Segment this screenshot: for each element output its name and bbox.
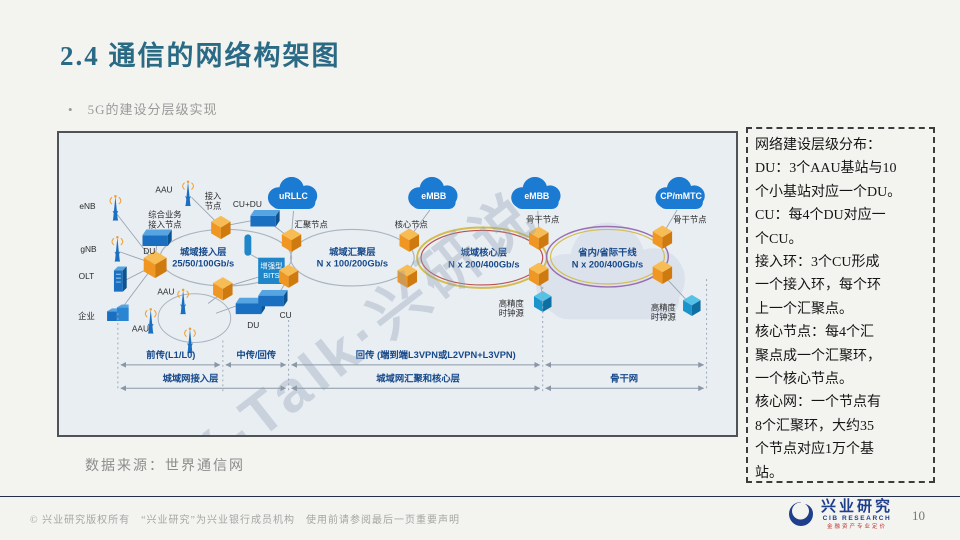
access-node-label: 接入 [205,191,222,201]
clock-label: 高精度 [651,302,676,312]
annotation-line: 个CU。 [755,231,803,247]
annotation-line: 接入环：3个CU形成 [755,255,880,271]
annotation-line: 网络建设层级分布： [755,138,881,153]
aau-tower-icon [177,288,190,315]
access-layer-speed: 25/50/100Gb/s [172,258,234,268]
trunk-layer-label: 省内/省际干线 [577,247,637,258]
bits-antenna-icon [244,234,252,256]
clock-label: 时钟源 [651,312,677,322]
olt-label: OLT [79,271,95,281]
annotation-box: 网络建设层级分布： DU：3个AAU基站与10 个小基站对应一个DU。 CU：每4个D… [746,127,935,483]
metro-core-label: 城域网汇聚和核心层 [376,372,460,383]
cib-logo-icon [789,502,813,526]
annotation-line: 个小基站对应一个DU。 [755,184,902,200]
annotation-line: 核心网：一个节点有 [755,395,881,411]
backbone-node-label: 骨干节点 [673,215,706,225]
logo-name-en: CIB RESEARCH [822,515,892,522]
bullet-text: 5G的建设分层级实现 [87,102,218,117]
clock-source-icon [683,294,701,316]
clock-label: 高精度 [499,298,524,308]
backbone-net-label: 骨干网 [610,373,638,383]
access-node-label: 节点 [205,201,222,211]
aau-label: AAU [157,287,174,297]
annotation-line: 聚点成一个汇聚环， [755,348,881,364]
backhaul-label: 回传 (端到端L3VPN或L2VPN+L3VPN) [356,349,516,360]
service-access-label: 综合业务 [148,210,181,220]
cudu-box-icon [250,209,280,227]
embb2-label: eMBB [524,191,549,201]
watermark: X-Talk·兴研说 [172,181,549,435]
agg-layer-label: 城域汇聚层 [329,246,376,257]
access-layer-label: 城域接入层 [180,246,227,257]
span-arrows: 前传(L1/L0) 中传/回传 回传 (端到端L3VPN或L2VPN+L3VPN… [117,279,708,392]
logo-tagline: 金融资产专业定价 [827,524,888,530]
du-label: DU [247,320,259,330]
network-diagram-panel: uRLLC eMBB eMBB CP/mMTC [57,131,738,437]
agg-layer-speed: N x 100/200Gb/s [317,258,388,268]
midhaul-label: 中传/回传 [236,349,277,360]
core-layer-speed: N x 200/400Gb/s [448,259,519,269]
bits-label: 增强型 [260,261,282,270]
page-title: 2.4 通信的网络构架图 [60,41,341,71]
service-clouds: uRLLC eMBB eMBB CP/mMTC [267,176,705,209]
annotation-line: 个节点对应1万个基 [755,442,874,458]
core-layer-label: 城域核心层 [461,247,508,258]
aau-tower-icon [182,179,194,207]
enterprise-label: 企业 [78,311,95,321]
clock-label: 时钟源 [499,308,525,318]
aau-label: AAU [132,324,149,334]
node-labels: eNB AAU 接入 节点 CU+DU 综合业务 接入节点 DU gNB OLT… [78,184,706,333]
service-access-label: 接入节点 [148,220,181,230]
cpmmtc-label: CP/mMTC [660,191,702,201]
backbone-node-label: 骨干节点 [526,215,559,225]
bits-label: BITS [263,271,279,280]
gnb-label: gNB [80,244,97,254]
agg-router-icon [281,228,302,252]
du-label: DU [143,246,155,256]
cudu-label: CU+DU [233,199,262,209]
annotation-line: 核心节点：每4个汇 [755,325,874,341]
bullet-item: • 5G的建设分层级实现 [68,99,217,118]
footer-divider [0,496,960,497]
annotation-line: 8个汇聚环，大约35 [755,418,874,434]
layer-labels: 城域接入层 25/50/100Gb/s 城域汇聚层 N x 100/200Gb/… [172,246,643,270]
olt-icon [113,266,128,292]
urllc-label: uRLLC [279,191,309,201]
agg-node-label: 汇聚节点 [294,220,327,230]
annotation-line: 站。 [755,465,783,481]
metro-access-label: 城域网接入层 [163,372,219,383]
logo-name-cn: 兴业研究 [821,499,894,515]
aau-label: AAU [155,184,172,194]
trunk-layer-speed: N x 200/400Gb/s [572,259,643,269]
network-diagram: uRLLC eMBB eMBB CP/mMTC [78,176,708,435]
annotation-line: 一个核心节点。 [755,372,853,388]
access-node-box-icon [142,229,172,247]
annotation-line: 一个接入环，每个环 [755,278,881,294]
core-router-icon [399,228,420,252]
page-number: 10 [912,508,925,523]
core-node-label: 核心节点 [395,220,428,230]
embb1-label: eMBB [421,191,446,201]
bullet-dot: • [68,102,74,117]
backbone-router-icon [652,225,673,249]
enb-label: eNB [79,201,96,211]
annotation-line: CU：每4个DU对应一 [755,208,886,224]
fronthaul-label: 前传(L1/L0) [146,349,195,360]
annotation-line: 上一个汇聚点。 [755,301,853,317]
footer-disclaimer: © 兴业研究版权所有 “兴业研究”为兴业银行成员机构 使用前请参阅最后一页重要声… [30,515,460,526]
cu-label: CU [280,310,292,320]
annotation-line: DU：3个AAU基站与10 [755,161,897,177]
data-source: 数据来源：世界通信网 [85,459,245,474]
cib-research-logo: 兴业研究 CIB RESEARCH 金融资产专业定价 [786,499,893,531]
gnb-tower-icon [111,235,124,262]
cu-box-icon [258,289,288,307]
